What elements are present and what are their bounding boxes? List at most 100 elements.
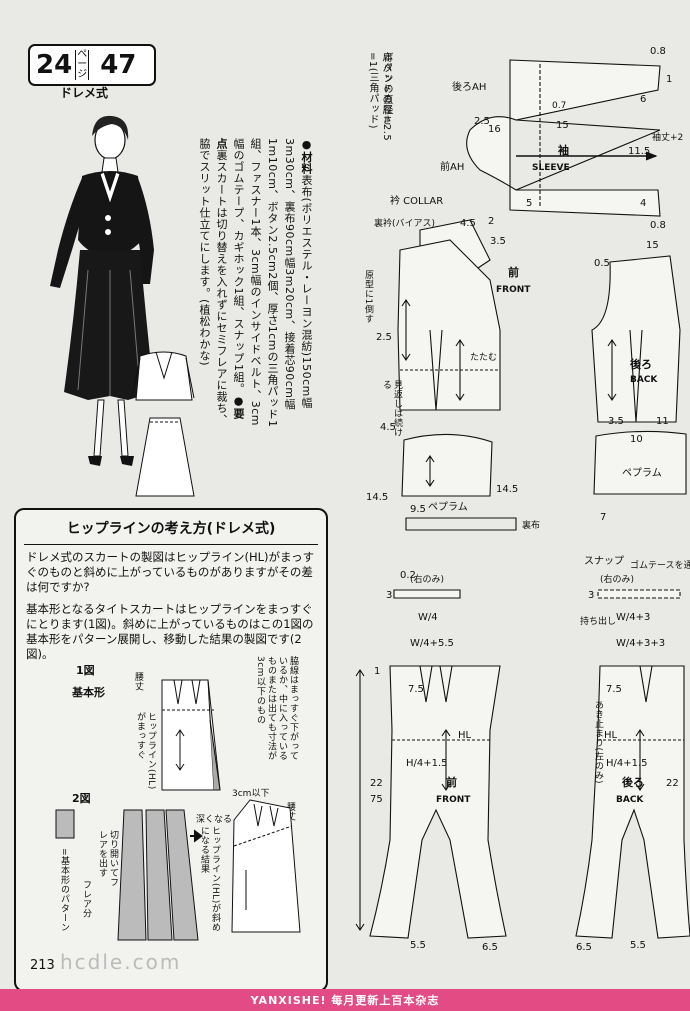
lbl-7: 7: [600, 512, 606, 523]
lbl-6: 6: [640, 94, 646, 105]
note-snap: スナップ: [584, 556, 624, 567]
lbl-tab: 持ち出し: [580, 615, 616, 627]
lbl-45b: 4.5: [460, 218, 476, 229]
lbl-55-back: 5.5: [630, 940, 646, 951]
note-button-dia: ボタンの直径=2.5: [381, 52, 392, 142]
lbl-collar-sub: 裏衿(バイアス): [374, 217, 435, 229]
lbl-22: 22: [370, 778, 383, 789]
points-heading: ●要点: [215, 138, 245, 420]
sidebar-answer: 基本形となるタイトスカートはヒップラインをまっすぐにとります(1図)。斜めに上が…: [26, 602, 314, 661]
lbl-skirt-back-jp: 後ろ: [622, 775, 644, 789]
fig1-label: 1図: [76, 664, 95, 677]
lbl-w4-33: W/4+3+3: [616, 638, 665, 649]
fig2-basic-note: =基本形のパターン: [59, 848, 69, 933]
lbl-75c: 7.5: [606, 684, 622, 695]
lbl-skirt-front-jp: 前: [446, 775, 457, 789]
fig1-less3: 3cm以下: [232, 789, 270, 799]
lbl-25: 2.5: [474, 116, 490, 127]
badge-left-number: 24: [36, 50, 73, 80]
fig2-flare-amt: フレア分: [81, 880, 91, 918]
lbl-h4-back: H/4+1.5: [606, 758, 648, 769]
lbl-front-ah: 前AH: [440, 160, 464, 173]
lbl-22b: 22: [666, 778, 679, 789]
sidebar-diagrams: [55, 679, 301, 941]
lbl-back-en: BACK: [630, 375, 658, 385]
lbl-25b: 2.5: [376, 332, 392, 343]
lbl-65-back: 6.5: [576, 942, 592, 953]
lbl-35: 3.5: [490, 236, 506, 247]
lbl-02: 0.2: [400, 570, 416, 581]
note-facing: 見返しは続ける: [381, 380, 402, 437]
credit: (植松わかな): [198, 299, 211, 367]
lbl-back-ah: 後ろAH: [452, 80, 486, 93]
lbl-front-jp: 前: [508, 265, 519, 279]
watermark: hcdle.com: [60, 950, 182, 974]
lbl-collar: 衿 COLLAR: [390, 194, 443, 207]
lbl-4: 4: [640, 198, 646, 209]
lbl-15b: 15: [646, 240, 659, 251]
badge-page-label: ページ: [75, 49, 90, 80]
lbl-45: 4.5: [380, 422, 396, 433]
lbl-peplum-back: ペプラム: [622, 467, 662, 479]
lbl-08-bot: 0.8: [650, 220, 666, 231]
lbl-w4: W/4: [418, 612, 438, 623]
lbl-hl-back: HL: [604, 730, 618, 741]
lbl-145b: 14.5: [496, 484, 518, 495]
lbl-16: 16: [488, 124, 501, 135]
note-original: 原型に1倒す: [363, 270, 373, 324]
lbl-sleeve-jp: 袖: [558, 143, 569, 157]
lbl-skirt-back-en: BACK: [616, 795, 644, 805]
sidebar-title: ヒップラインの考え方(ドレメ式): [66, 521, 276, 537]
lbl-3: 3: [386, 590, 392, 601]
fig1-sub: 基本形: [72, 686, 105, 699]
lbl-05: 0.5: [594, 258, 610, 269]
lbl-w4-3: W/4+3: [616, 612, 650, 623]
lbl-waistband-left: (右のみ): [410, 573, 444, 585]
lbl-1: 1: [374, 666, 380, 677]
fashion-illustration: [50, 115, 195, 497]
lbl-11: 11: [656, 416, 669, 427]
lbl-hl-front: HL: [458, 730, 472, 741]
lbl-2: 2: [488, 216, 494, 227]
lbl-75b: 7.5: [408, 684, 424, 695]
lbl-skirt-front-en: FRONT: [436, 795, 471, 805]
lbl-sleeve-en: SLEEVE: [532, 163, 570, 173]
lbl-back-jp: 後ろ: [630, 357, 652, 371]
lbl-15: 15: [556, 120, 569, 131]
lbl-1b: 1: [666, 74, 672, 85]
lbl-35b: 3.5: [608, 416, 624, 427]
lbl-10: 10: [630, 434, 643, 445]
lbl-front-en: FRONT: [496, 285, 531, 295]
badge-right-number: 47: [100, 50, 137, 80]
points-body: 裏スカートは切り替えを入れずにセミフレアに裁ち、脇でスリット仕立てにします。: [198, 138, 228, 426]
lbl-07: 0.7: [552, 101, 566, 111]
fig1-side-note: 脇線はまっすぐ下がっているか、中に入っているものまたは出ても寸法が3cm以下のも…: [255, 656, 298, 761]
pattern-drafts: 後ろAH 前AH 袖 SLEEVE 袖丈+2 衿 COLLAR 裏衿(バイアス)…: [355, 46, 690, 953]
lbl-w4-55: W/4+5.5: [410, 638, 454, 649]
lbl-55-front: 5.5: [410, 940, 426, 951]
lbl-sleeve-len: 袖丈+2: [652, 131, 683, 143]
note-shoulder-pad: 肩パッドの厚さ=1(三角パッド): [367, 52, 391, 130]
lbl-lining: 裏布: [522, 519, 540, 531]
lbl-3b: 3: [588, 590, 594, 601]
lbl-waistband-right: (右のみ): [600, 573, 634, 585]
page-number-footer: 213: [30, 958, 55, 973]
materials-heading: ●材料: [300, 138, 313, 175]
fig2-deeper: 深くなる: [196, 815, 233, 825]
note-opening: あき止まり(左のみ): [593, 700, 603, 785]
lbl-fold: たたむ: [470, 352, 497, 363]
fig2-hl-slant: ヒップライン(HL)が斜めになる結果: [199, 826, 220, 933]
fig2-cut-open: 切り開いてフレアを出す: [97, 830, 118, 887]
lbl-elastic: ゴムテースを通す: [630, 559, 690, 571]
lbl-115: 11.5: [628, 146, 650, 157]
fig1-hl-straight: ヒップライン(HL)がまっすぐ: [135, 712, 156, 790]
page-number-badge: 24 ページ 47: [28, 44, 156, 86]
lbl-5: 5: [526, 198, 532, 209]
lbl-h4-front: H/4+1.5: [406, 758, 448, 769]
materials-text: ●材料表布(ポリエステル・レーヨン混紡)150cm幅3m30cm、裏布90cm幅…: [196, 138, 315, 430]
lbl-95: 9.5: [410, 504, 426, 515]
fig1-waist: 腰丈: [133, 672, 143, 691]
lbl-08-top: 0.8: [650, 46, 666, 57]
footer-banner: YANXISHE! 每月更新上百本杂志: [0, 989, 690, 1011]
lbl-75: 75: [370, 794, 383, 805]
